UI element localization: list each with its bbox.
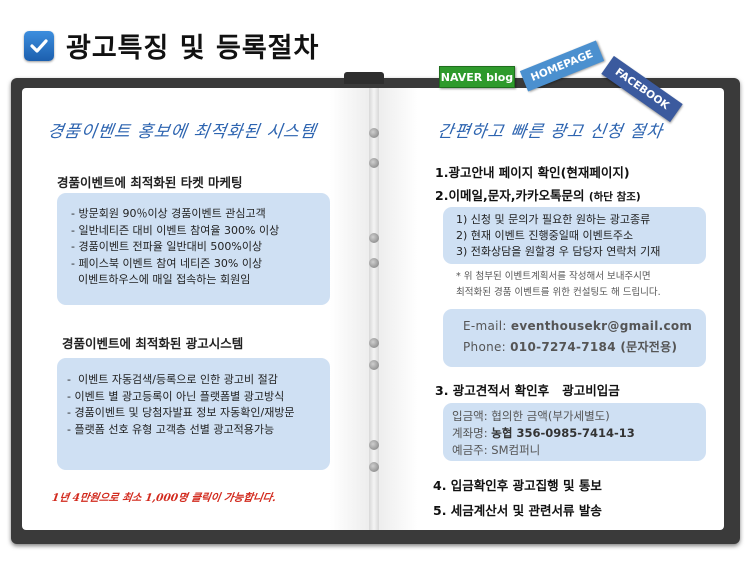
contact-box: E-mail: eventhousekr@gmail.com Phone: 01…: [443, 309, 706, 367]
binder-ring: [369, 462, 379, 472]
step-4: 4. 입금확인후 광고집행 및 통보: [433, 478, 602, 493]
ad-system-box: - 이벤트 자동검색/등록으로 인한 광고비 절감 - 이벤트 별 광고등록이 …: [57, 358, 330, 470]
email-link[interactable]: eventhousekr@gmail.com: [510, 319, 693, 333]
target-marketing-box: - 방문회원 90％이상 경품이벤트 관심고객 - 일반네티즌 대비 이벤트 참…: [57, 193, 330, 305]
phone-label: Phone:: [463, 340, 507, 354]
list-item: - 이벤트 자동검색/등록으로 인한 광고비 절감: [67, 373, 278, 386]
step-3: 3. 광고견적서 확인후 광고비입금: [435, 383, 620, 398]
binder-ring: [369, 338, 379, 348]
list-item: - 일반네티즌 대비 이벤트 참여율 300% 이상: [71, 223, 280, 237]
note-line: * 위 첨부된 이벤트계획서를 작성해서 보내주시면: [456, 271, 651, 282]
list-item: 이벤트하우스에 매일 접속하는 회원임: [71, 273, 251, 286]
amount-row: 입금액: 협의한 금액(부가세별도): [452, 408, 706, 425]
book-clasp: [344, 72, 384, 84]
phone-number[interactable]: 010-7274-7184 (문자전용): [510, 340, 678, 354]
left-script-title: 경품이벤트 홍보에 최적화된 시스템: [46, 122, 318, 142]
request-box: 1) 신청 및 문의가 필요한 원하는 광고종류 2) 현재 이벤트 진행중일때…: [443, 207, 706, 264]
binder-ring: [369, 128, 379, 138]
list-item: 2) 현재 이벤트 진행중일때 이벤트주소: [456, 229, 634, 242]
list-item: - 페이스북 이벤트 참여 네티즌 30% 이상: [71, 256, 263, 270]
binder-ring: [369, 440, 379, 450]
checkbox-icon: [24, 30, 54, 61]
list-item: - 플랫폼 선호 유형 고객층 선별 광고적용가능: [67, 422, 275, 436]
step-5: 5. 세금계산서 및 관련서류 발송: [433, 503, 602, 518]
list-item: 1) 신청 및 문의가 필요한 원하는 광고종류: [456, 213, 651, 226]
ad-system-title: 경품이벤트에 최적화된 광고시스템: [62, 336, 244, 351]
list-item: - 이벤트 별 광고등록이 아닌 플랫폼별 광고방식: [67, 389, 285, 403]
amount-label: 입금액:: [452, 409, 488, 423]
holder-value: SM컴퍼니: [491, 443, 541, 457]
list-item: - 방문회원 90％이상 경품이벤트 관심고객: [71, 207, 266, 220]
note-line: 최적화된 경품 이벤트를 위한 컨설팅도 해 드립니다.: [456, 287, 661, 298]
list-item: - 경품이벤트 및 당첨자발표 정보 자동확인/재방문: [67, 406, 295, 419]
phone-row: Phone: 010-7274-7184 (문자전용): [463, 337, 706, 358]
page-heading: 광고특징 및 등록절차: [24, 26, 319, 65]
step-1: 1.광고안내 페이지 확인(현재페이지): [435, 165, 630, 180]
step-2-note: (하단 참조): [588, 191, 641, 203]
consulting-note: * 위 첨부된 이벤트계획서를 작성해서 보내주시면 최적화된 경품 이벤트를 …: [456, 269, 661, 301]
binder-ring: [369, 258, 379, 268]
price-footnote: 1년 4만원으로 최소 1,000명 클릭이 가능합니다.: [51, 492, 277, 504]
target-marketing-title: 경품이벤트에 최적화된 타켓 마케팅: [57, 175, 243, 190]
step-2-label: 2.이메일,문자,카카오톡문의: [435, 188, 585, 203]
email-label: E-mail:: [463, 319, 507, 333]
binder-ring: [369, 233, 379, 243]
email-row: E-mail: eventhousekr@gmail.com: [463, 316, 706, 337]
list-item: - 경품이벤트 전파율 일반대비 500%이상: [71, 240, 263, 253]
step-2: 2.이메일,문자,카카오톡문의 (하단 참조): [435, 185, 641, 204]
binder-ring: [369, 360, 379, 370]
naver-blog-tag[interactable]: NAVER blog: [439, 66, 515, 88]
page-title: 광고특징 및 등록절차: [66, 33, 320, 64]
account-value: 농협 356-0985-7414-13: [491, 426, 635, 440]
amount-value: 협의한 금액(부가세별도): [491, 409, 610, 423]
binder-ring: [369, 158, 379, 168]
account-row: 계좌명: 농협 356-0985-7414-13: [452, 425, 706, 442]
holder-label: 예금주:: [452, 443, 488, 457]
list-item: 3) 전화상담을 원할경 우 담당자 연락처 기재: [456, 245, 661, 258]
account-label: 계좌명:: [452, 426, 488, 440]
book-spine: [369, 88, 379, 530]
payment-box: 입금액: 협의한 금액(부가세별도) 계좌명: 농협 356-0985-7414…: [443, 403, 706, 461]
right-script-title: 간편하고 빠른 광고 신청 절차: [436, 122, 665, 142]
holder-row: 예금주: SM컴퍼니: [452, 442, 706, 459]
